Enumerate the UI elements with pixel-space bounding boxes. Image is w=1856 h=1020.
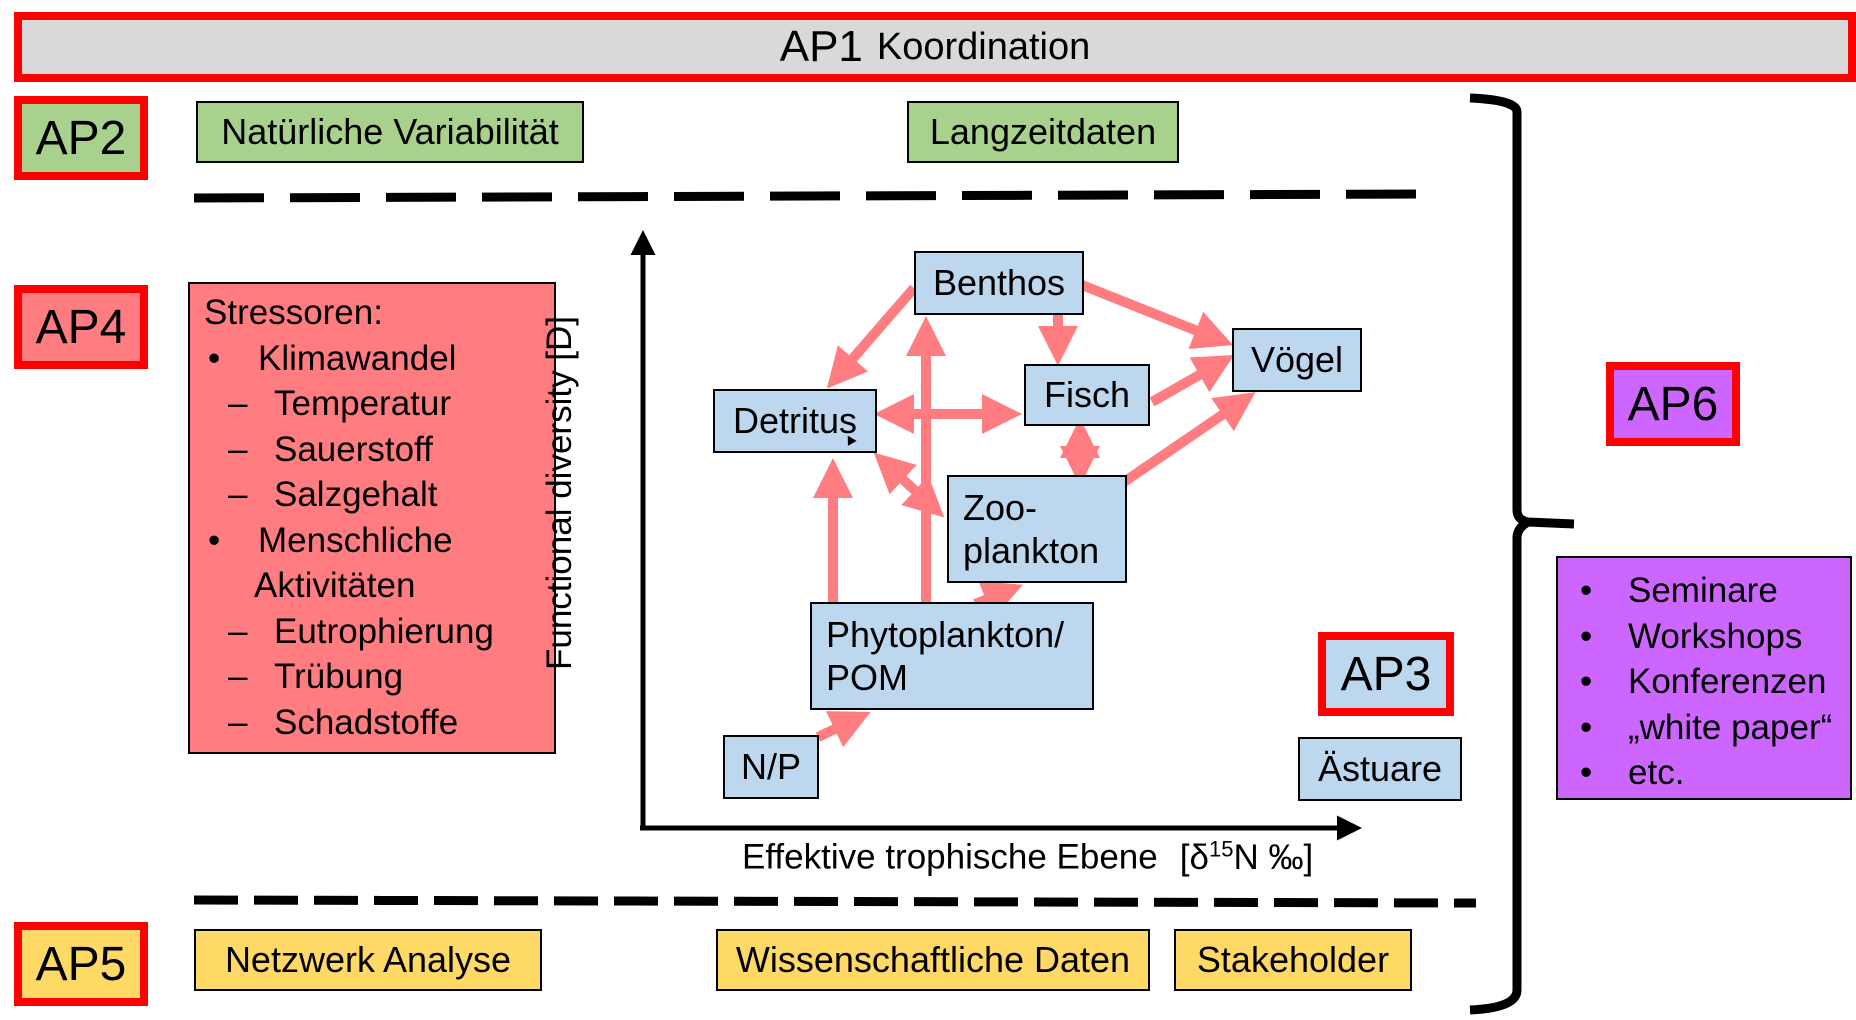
x-axis-unit: [δ15N ‰] xyxy=(1179,836,1314,877)
bullet-icon: • xyxy=(1580,753,1593,792)
bullet-icon: • xyxy=(1580,571,1593,610)
outreach-item: •„white paper“ xyxy=(1572,705,1850,751)
arrow-zooplankton-voegel xyxy=(1121,392,1256,487)
ap1-banner: AP1 Koordination xyxy=(14,12,1856,82)
node-fisch: Fisch xyxy=(1024,364,1150,426)
ap5-item-scientific-data: Wissenschaftliche Daten xyxy=(716,929,1150,991)
stressor-sub: –Eutrophierung xyxy=(204,609,554,655)
bullet-icon: • xyxy=(1580,616,1593,656)
bullet-icon: • xyxy=(1580,707,1593,747)
arrow-phyto-zooplankton xyxy=(973,581,1023,619)
bullet-icon: • xyxy=(1580,662,1593,701)
ap2-label: AP2 xyxy=(14,96,148,180)
ap1-code: AP1 xyxy=(779,22,863,71)
node-phytoplankton-pom: Phytoplankton/ POM xyxy=(810,602,1094,710)
dashed-divider-top xyxy=(193,189,1431,203)
stressor-sub: –Salzgehalt xyxy=(204,472,554,518)
x-axis-label: Effektive trophische Ebene[δ15N ‰] xyxy=(742,836,1314,877)
stressor-sub: –Temperatur xyxy=(204,381,554,427)
stressor-group: •Menschliche xyxy=(204,518,554,564)
stressor-heading: Stressoren: xyxy=(204,293,383,332)
arrow-benthos-detritus xyxy=(826,284,918,389)
stressor-group-continued: Aktivitäten xyxy=(254,566,416,605)
stressor-sub: –Sauerstoff xyxy=(204,427,554,473)
stressor-group: •Klimawandel xyxy=(204,336,554,382)
brace-icon xyxy=(1469,93,1575,1015)
node-np: N/P xyxy=(723,735,819,799)
node-voegel: Vögel xyxy=(1232,328,1362,392)
ap1-title: Koordination xyxy=(876,25,1091,68)
ap3-label: AP3 xyxy=(1318,632,1454,716)
ap5-label: AP5 xyxy=(14,922,148,1006)
node-benthos: Benthos xyxy=(914,251,1084,315)
outreach-item: •Workshops xyxy=(1572,614,1850,660)
dash-icon: – xyxy=(228,702,248,742)
dashed-divider-bottom xyxy=(193,895,1477,908)
bullet-icon: • xyxy=(208,338,221,378)
node-detritus: Detritus xyxy=(713,389,877,453)
ap6-outreach-list: •Seminare •Workshops •Konferenzen •„whit… xyxy=(1556,556,1852,800)
stressor-sub: –Schadstoffe xyxy=(204,700,554,746)
stressor-sub: –Trübung xyxy=(204,654,554,700)
dash-icon: – xyxy=(228,611,248,651)
dash-icon: – xyxy=(228,475,248,514)
dash-icon: – xyxy=(228,384,248,423)
ap5-item-stakeholder: Stakeholder xyxy=(1174,929,1412,991)
ap5-item-network-analysis: Netzwerk Analyse xyxy=(194,929,542,991)
ap6-label: AP6 xyxy=(1606,362,1740,446)
ap3-region-estuaries: Ästuare xyxy=(1298,737,1462,801)
ap4-stressor-list: Stressoren: •Klimawandel –Temperatur –Sa… xyxy=(188,282,556,754)
outreach-item: •Seminare xyxy=(1572,568,1850,614)
ap2-item-natural-variability: Natürliche Variabilität xyxy=(196,101,584,163)
ap2-item-long-term-data: Langzeitdaten xyxy=(907,101,1179,163)
outreach-item: •Konferenzen xyxy=(1572,659,1850,705)
arrow-fisch-voegel xyxy=(1149,355,1235,407)
dash-icon: – xyxy=(228,429,248,469)
bullet-icon: • xyxy=(208,520,221,560)
arrow-benthos-voegel xyxy=(1080,280,1234,349)
ap4-label: AP4 xyxy=(14,285,148,369)
outreach-item: •etc. xyxy=(1572,750,1850,796)
arrow-np-phyto xyxy=(815,711,871,748)
dash-icon: – xyxy=(228,657,248,696)
node-zooplankton: Zoo- plankton xyxy=(947,475,1127,583)
